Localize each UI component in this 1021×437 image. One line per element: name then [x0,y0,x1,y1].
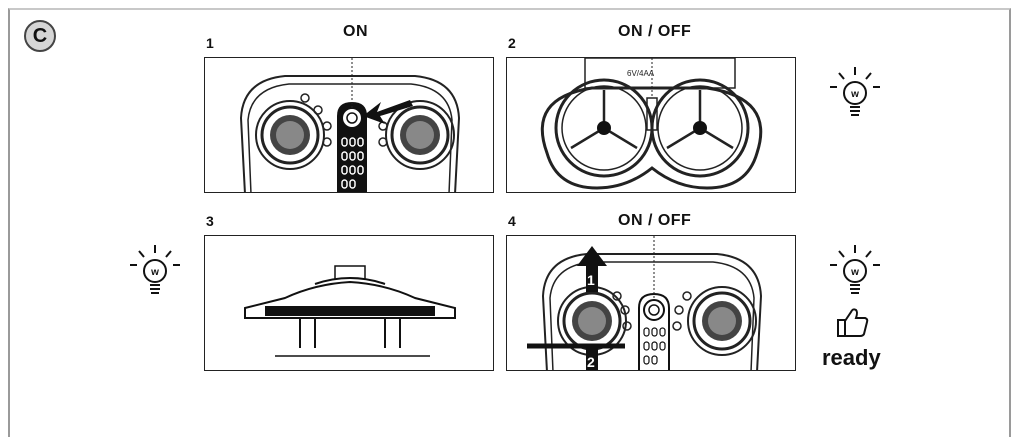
drone-side-text: 6V/4AA [627,69,655,78]
remote-controller-illustration [239,58,461,192]
section-letter: C [32,24,48,47]
panel-step-3 [204,235,494,371]
panel-step-1 [204,57,494,193]
ready-label: ready [822,345,881,370]
lightbulb-icon: w [125,243,185,303]
step-2-number: 2 [508,35,516,51]
step-1-number: 1 [206,35,214,51]
thumbs-up-icon [834,306,870,338]
panel-step-4: 1 2 [506,235,796,371]
arrow-down-icon [586,348,598,370]
step-4-label: ON / OFF [618,212,692,229]
section-badge: C [24,20,56,52]
step-3-number: 3 [206,213,214,229]
remote-controller-illustration-2 [527,236,763,370]
step-1-label: ON [343,23,368,40]
lightbulb-icon: w [825,65,885,125]
panel-step-2: 6V/4AA [506,57,796,193]
arrow-down-label: 2 [587,354,595,370]
arrow-up-icon [577,246,607,292]
step-2-label: ON / OFF [618,23,692,40]
svg-text:w: w [850,267,859,278]
svg-text:w: w [150,267,159,278]
arrow-up-label: 1 [587,272,595,288]
drone-side-illustration [244,265,456,357]
lightbulb-icon: w [825,243,885,303]
svg-text:w: w [850,89,859,100]
drone-top-illustration: 6V/4AA [540,58,763,190]
step-4-number: 4 [508,213,516,229]
page-frame [8,8,1011,437]
